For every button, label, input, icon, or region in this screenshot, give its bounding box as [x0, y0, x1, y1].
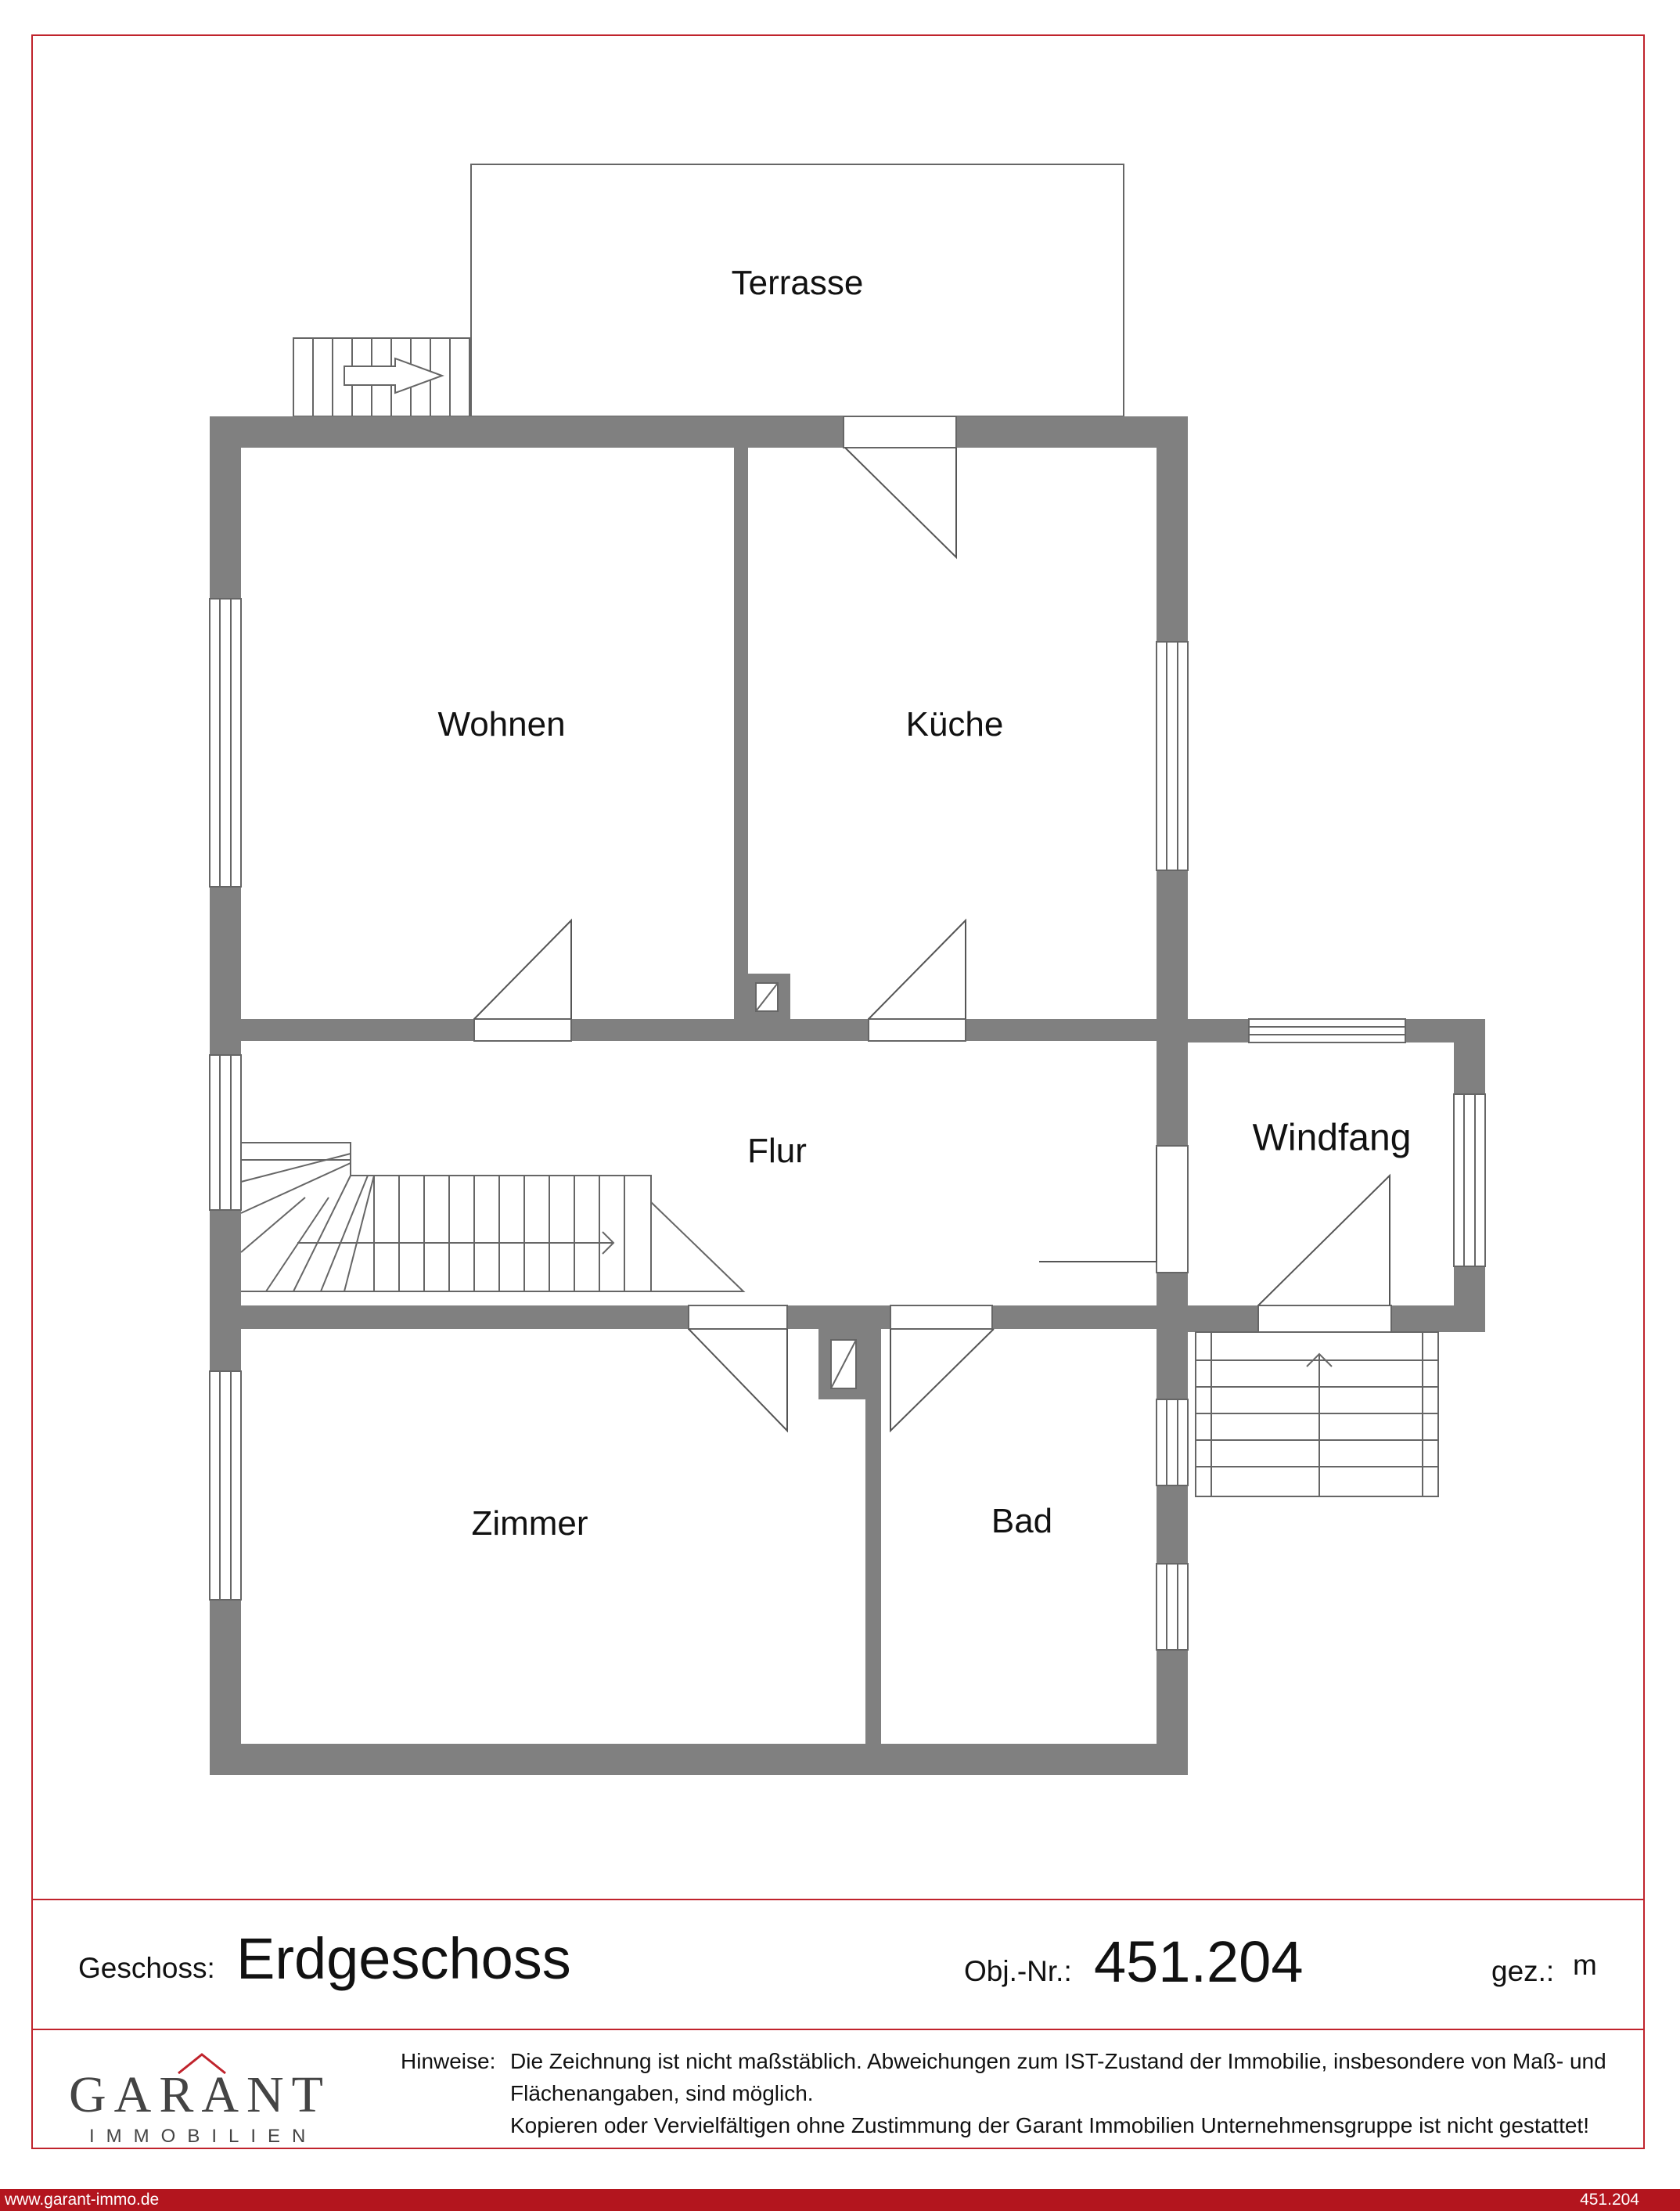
- disclaimer-line-2: Flächenangaben, sind möglich.: [510, 2081, 814, 2105]
- room-label-zimmer: Zimmer: [471, 1504, 588, 1543]
- room-label-wohnen: Wohnen: [437, 705, 566, 744]
- logo-word: GARANT: [69, 2066, 331, 2123]
- footer-bar: www.garant-immo.de 451.204: [0, 2189, 1680, 2211]
- room-label-windfang: Windfang: [1252, 1117, 1412, 1159]
- exterior-stairs-entrance: [1195, 1331, 1439, 1497]
- room-label-terrasse: Terrasse: [731, 264, 864, 302]
- room-label-flur: Flur: [747, 1132, 807, 1170]
- garant-logo: GARANT IMMOBILIEN: [69, 2051, 343, 2147]
- info-divider-top: [31, 1899, 1645, 1900]
- logo-roof-icon: [178, 2053, 226, 2075]
- logo-sub: IMMOBILIEN: [89, 2126, 318, 2147]
- obj-value: 451.204: [1094, 1929, 1304, 1994]
- geschoss-value: Erdgeschoss: [236, 1926, 571, 1991]
- room-label-bad: Bad: [991, 1502, 1053, 1540]
- page-frame: [31, 34, 1645, 2149]
- stairs-arrow: [344, 357, 444, 394]
- footer-obj: 451.204: [1580, 2191, 1639, 2209]
- gez-label: gez.:: [1491, 1955, 1555, 1987]
- info-divider-bottom: [31, 2029, 1645, 2030]
- disclaimer-line-3: Kopieren oder Vervielfältigen ohne Zusti…: [510, 2113, 1589, 2137]
- obj-label: Obj.-Nr.:: [964, 1955, 1072, 1987]
- disclaimer-lead: Hinweise:: [401, 2049, 496, 2073]
- room-label-kueche: Küche: [905, 705, 1004, 744]
- gez-value: m: [1573, 1949, 1597, 1981]
- floor-plan: [209, 164, 1486, 1775]
- interior-staircase: [240, 1142, 746, 1292]
- walls: [210, 416, 1485, 1775]
- disclaimer: Hinweise: Die Zeichnung ist nicht maßstäb…: [401, 2045, 1637, 2141]
- disclaimer-line-1: Die Zeichnung ist nicht maßstäblich. Abw…: [510, 2049, 1606, 2073]
- footer-url[interactable]: www.garant-immo.de: [5, 2191, 160, 2209]
- geschoss-label: Geschoss:: [78, 1952, 215, 1984]
